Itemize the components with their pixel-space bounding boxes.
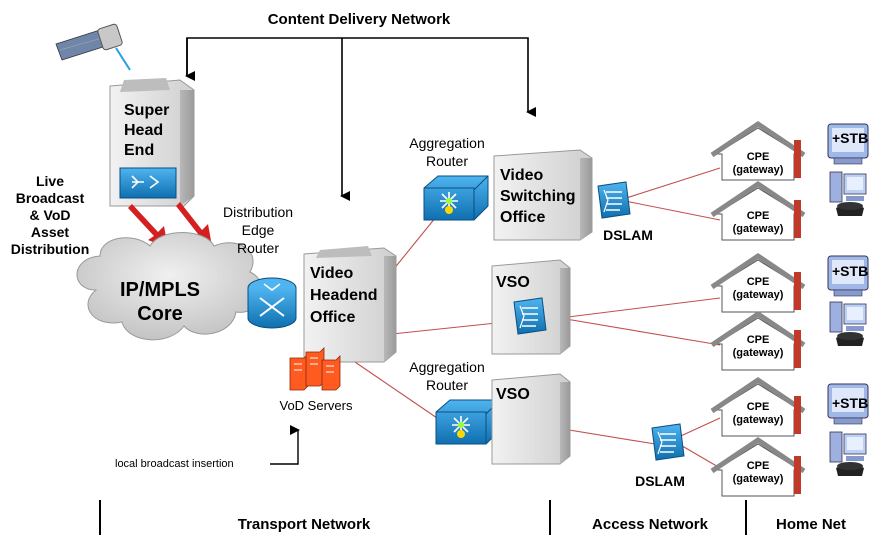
svg-text:Distribution: Distribution — [11, 241, 90, 257]
vso-bottom-building — [491, 373, 571, 465]
cpe-houses — [712, 124, 804, 496]
aggregation-router-top-icon — [423, 175, 489, 221]
svg-text:Distribution: Distribution — [223, 204, 293, 220]
svg-text:(gateway): (gateway) — [733, 223, 784, 235]
svg-text:CPE: CPE — [747, 460, 770, 472]
vho-building — [303, 246, 397, 363]
dslam-top-label: DSLAM — [603, 227, 653, 243]
svg-text:Live: Live — [36, 173, 64, 189]
cdn-title: Content Delivery Network — [268, 11, 451, 28]
svg-text:Office: Office — [500, 209, 545, 226]
dslam-top-icon — [597, 181, 631, 219]
svg-text:Router: Router — [237, 240, 279, 256]
cpe-labels: CPE(gateway) CPE(gateway) CPE(gateway) C… — [733, 151, 784, 485]
svg-text:Office: Office — [310, 309, 355, 326]
insertion-arrow — [270, 425, 300, 465]
svg-text:(gateway): (gateway) — [733, 289, 784, 301]
vod-servers-label: VoD Servers — [280, 398, 353, 413]
home-net-label: Home Net — [776, 516, 846, 533]
svg-text:Video: Video — [310, 265, 354, 282]
vho-label: Video Headend Office — [310, 265, 378, 326]
vso-top-label: Video Switching Office — [500, 167, 576, 226]
svg-text:Super: Super — [124, 102, 169, 119]
vso-bottom-label: VSO — [496, 386, 530, 403]
stb-labels: +STB +STB +STB — [832, 130, 868, 411]
svg-text:Aggregation: Aggregation — [409, 359, 485, 375]
agg-router-bottom-label: Aggregation Router — [409, 359, 485, 393]
svg-text:+STB: +STB — [832, 395, 868, 411]
svg-text:(gateway): (gateway) — [733, 347, 784, 359]
svg-text:Aggregation: Aggregation — [409, 135, 485, 151]
transport-network-label: Transport Network — [238, 516, 371, 533]
svg-text:(gateway): (gateway) — [733, 473, 784, 485]
core-label: IP/MPLS Core — [120, 279, 200, 325]
svg-text:CPE: CPE — [747, 276, 770, 288]
access-network-label: Access Network — [592, 516, 709, 533]
svg-text:Core: Core — [137, 303, 183, 325]
vso-top-building — [493, 149, 593, 241]
home-devices — [827, 123, 869, 477]
dslam-bottom-icon — [651, 423, 685, 461]
svg-text:Head: Head — [124, 122, 163, 139]
svg-text:Broadcast: Broadcast — [16, 190, 85, 206]
satellite-icon — [55, 23, 131, 71]
red-arrows — [128, 202, 212, 248]
svg-text:& VoD: & VoD — [30, 207, 71, 223]
aggregation-router-bottom-icon — [435, 399, 501, 445]
svg-text:Router: Router — [426, 377, 468, 393]
super-head-end-label: Super Head End — [124, 102, 169, 159]
svg-text:Edge: Edge — [242, 222, 275, 238]
svg-text:(gateway): (gateway) — [733, 414, 784, 426]
section-dividers — [99, 500, 747, 535]
vod-servers-icon — [289, 347, 341, 391]
svg-text:Router: Router — [426, 153, 468, 169]
svg-text:IP/MPLS: IP/MPLS — [120, 279, 200, 301]
svg-text:+STB: +STB — [832, 263, 868, 279]
svg-text:Switching: Switching — [500, 188, 576, 205]
svg-text:CPE: CPE — [747, 401, 770, 413]
distribution-router-label: Distribution Edge Router — [223, 204, 293, 256]
svg-text:End: End — [124, 142, 154, 159]
svg-text:+STB: +STB — [832, 130, 868, 146]
dslam-mid-icon — [513, 297, 547, 335]
agg-router-top-label: Aggregation Router — [409, 135, 485, 169]
svg-text:Asset: Asset — [31, 224, 69, 240]
svg-text:(gateway): (gateway) — [733, 164, 784, 176]
ip-mpls-core-cloud — [76, 232, 263, 341]
vso-mid-label: VSO — [496, 274, 530, 291]
svg-text:CPE: CPE — [747, 334, 770, 346]
cdn-arrows — [185, 37, 536, 201]
distribution-router-icon — [247, 277, 297, 329]
svg-text:Video: Video — [500, 167, 544, 184]
live-broadcast-label: Live Broadcast & VoD Asset Distribution — [11, 173, 90, 257]
dslam-bottom-label: DSLAM — [635, 473, 685, 489]
local-insertion-label: local broadcast insertion — [115, 458, 234, 470]
svg-text:CPE: CPE — [747, 151, 770, 163]
svg-text:Headend: Headend — [310, 287, 378, 304]
super-head-end-building — [109, 78, 195, 207]
svg-text:CPE: CPE — [747, 210, 770, 222]
